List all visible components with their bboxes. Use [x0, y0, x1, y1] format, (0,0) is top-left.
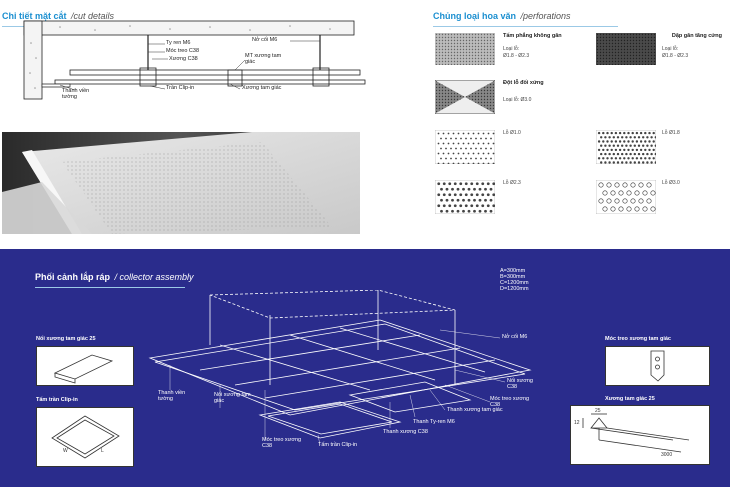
inset-profile-d25: 25 [595, 408, 601, 414]
inset-profile-d3000: 3000 [661, 452, 673, 458]
dim-c: C=1200mm [500, 280, 529, 286]
inset-clipin-box: W L [36, 407, 134, 467]
dim-d: D=1200mm [500, 286, 529, 292]
assembly-header: Phối cảnh lắp ráp / collector assembly [35, 267, 194, 288]
swatch-hole-18 [596, 130, 656, 164]
label-tran-clip: Trần Clip-in [166, 85, 195, 91]
swatch-symmetric [435, 80, 495, 114]
assy-label-xuong-tam-giac: Thanh xương tam giác [447, 407, 503, 413]
assy-label-no-coi: Nở cối M6 [502, 334, 528, 340]
inset-hanger-box [605, 346, 710, 386]
inset-clipin-l: L [101, 448, 104, 454]
concrete-speckle [29, 25, 331, 89]
inset-clipin-title: Tấm trần Clip-in [36, 397, 78, 403]
pattern-spec: Ø1.8 - Ø2.3 [503, 52, 530, 59]
assy-label-noi-c38: Nối xương C38 [507, 378, 533, 390]
cut-detail-drawing [23, 20, 366, 100]
inset-joint-box [36, 346, 134, 386]
assy-label-xuong-c38: Thanh xương C38 [383, 429, 428, 435]
concrete-slab [23, 20, 355, 36]
swatch-ribbed-text: Dập gân tăng cứng Loại lỗ: Ø1.8 - Ø2.3 [662, 33, 722, 59]
label-xuong-c38: Xương C38 [169, 56, 198, 62]
inset-profile-box: 25 12 3000 [570, 405, 710, 465]
clip-right [312, 67, 330, 87]
wall-trim [41, 83, 71, 88]
assembly-title-en: / collector assembly [114, 272, 194, 282]
perforations-rule [433, 26, 618, 27]
pattern-name: Dập gân tăng cứng [671, 33, 722, 39]
assy-label-vien-tuong: Thanh viền tường [158, 390, 186, 402]
clip-in-panel-photo [2, 132, 360, 234]
swatch-flat-plain-text: Tấm phẳng không gân Loại lỗ: Ø1.8 - Ø2.3 [503, 33, 563, 59]
leader-lines [59, 40, 320, 91]
assy-label-tam-tran: Tấm trần Clip-in [318, 442, 358, 448]
perforations-title-en: /perforations [520, 11, 571, 21]
assy-label-noi-tam-giac: Nối xương tam giác [214, 392, 251, 404]
pattern-spec-label: Loại lỗ: [662, 46, 679, 52]
swatch-symmetric-text: Đột lỗ đối xứng Loại lỗ: Ø3.0 [503, 80, 563, 104]
pattern-name: Lỗ Ø1.8 [662, 130, 680, 136]
pattern-spec-label: Loại lỗ: [503, 46, 520, 52]
assembly-grid-drawing [148, 290, 532, 446]
assy-label-moc-c38: Móc treo xương C38 [490, 396, 530, 408]
swatch-ribbed [596, 33, 656, 65]
dim-b: B=300mm [500, 274, 526, 280]
cut-details-title-en: /cut details [70, 11, 114, 21]
label-ty-ren: Ty ren M6 [166, 40, 191, 46]
label-thanh-vien: Thanh viền tường [62, 88, 90, 100]
assembly-dimensions: A=300mm B=300mm C=1200mm D=1200mm [500, 268, 529, 292]
inset-profile-d12: 12 [574, 420, 580, 426]
perforations-header: Chủng loại hoa văn /perforations [433, 6, 723, 27]
dim-a: A=300mm [500, 268, 526, 274]
label-moc-treo: Móc treo C38 [166, 48, 200, 54]
label-no-coi: Nở cối M6 [252, 37, 278, 43]
label-xuong-tam-giac: Xương tam giác [242, 85, 282, 91]
swatch-hole-23 [435, 180, 495, 214]
assy-label-moc-treo: Móc treo xương C38 [262, 437, 302, 449]
inset-profile-title: Xương tam giác 25 [605, 396, 655, 402]
assembly-leaders [169, 329, 506, 446]
swatch-hole-30 [596, 180, 656, 214]
c38-channel [69, 69, 361, 76]
clip-left [139, 67, 157, 87]
concrete-wall [23, 20, 43, 100]
pattern-name: Lỗ Ø3.0 [662, 180, 680, 186]
perforations-title: Chủng loại hoa văn [433, 11, 517, 21]
pattern-spec-label: Loại lỗ: Ø3.0 [503, 97, 532, 103]
swatch-flat-plain [435, 33, 495, 65]
pattern-name: Lỗ Ø1.0 [503, 130, 521, 136]
inset-clipin-w: W [63, 448, 68, 454]
inset-hanger-title: Móc treo xương tam giác [605, 336, 671, 342]
assembly-rule [35, 287, 185, 288]
swatch-hole-10 [435, 130, 495, 164]
label-mt-xuong: MT xương tam giác [245, 53, 282, 65]
pattern-name: Đột lỗ đối xứng [503, 80, 544, 86]
assy-label-ty-ren: Thanh Ty-ren M6 [413, 419, 455, 425]
triangle-profile [54, 79, 366, 85]
assembly-title: Phối cảnh lắp ráp [35, 272, 111, 282]
cut-details-title: Chi tiết mặt cắt [2, 11, 67, 21]
pattern-name: Lỗ Ø2.3 [503, 180, 521, 186]
pattern-name: Tấm phẳng không gân [503, 33, 562, 39]
pattern-spec: Ø1.8 - Ø2.3 [662, 52, 689, 59]
inset-joint-title: Nối xương tam giác 25 [36, 336, 96, 342]
